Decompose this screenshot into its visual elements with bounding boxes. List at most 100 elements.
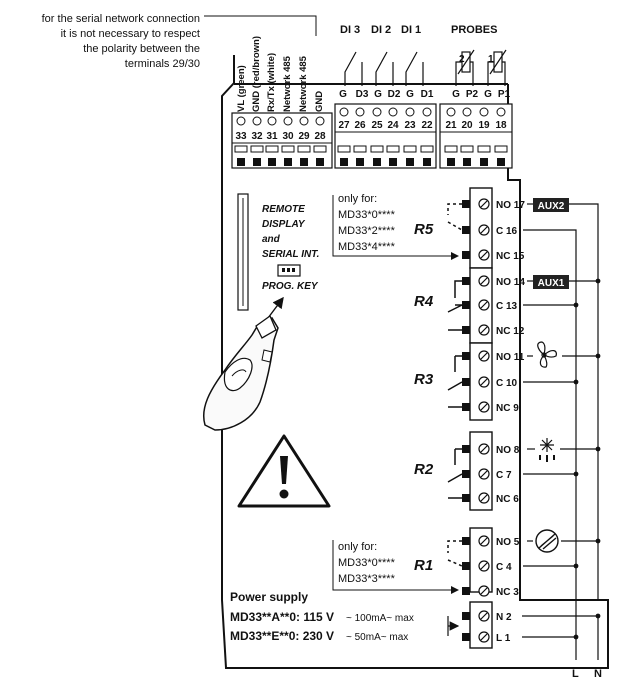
aux1-label: AUX1	[538, 278, 565, 289]
terminal-27: 27	[338, 120, 350, 131]
out-no17: NO 17	[496, 200, 525, 211]
probes-header: PROBES	[451, 24, 497, 36]
di1-header: DI 1	[401, 24, 421, 36]
r5-note: only for: MD33*0**** MD33*2**** MD33*4**…	[332, 193, 459, 260]
r5-note-line-2: MD33*0****	[338, 209, 396, 221]
power-line-1-model: MD33**A**0: 115 V	[230, 610, 334, 624]
out-c13: C 13	[496, 301, 518, 312]
terminal-29: 29	[298, 131, 310, 142]
out-nc9: NC 9	[496, 403, 519, 414]
label-gnd: GND	[314, 91, 325, 112]
out-nc3: NC 3	[496, 587, 519, 598]
label-network-485-b: Network 485	[298, 55, 309, 112]
probe-pin-g-1: G	[452, 89, 460, 100]
label-gnd-red: GND (red/brown)	[251, 36, 262, 112]
terminal-20: 20	[461, 120, 473, 131]
probes: PROBES 2 1 G P2 G P1	[451, 24, 511, 100]
mains-n-label: N	[594, 668, 602, 680]
terminal-18: 18	[495, 120, 507, 131]
relay-contacts	[447, 203, 463, 567]
out-no11: NO 11	[496, 352, 525, 363]
power-supply: Power supply MD33**A**0: 115 V ~ 100mA~ …	[230, 590, 458, 643]
di-pin-g-1: G	[339, 89, 347, 100]
remote-line-1: REMOTE	[262, 204, 305, 215]
aux-labels: AUX2 AUX1	[533, 198, 569, 289]
out-no14: NO 14	[496, 277, 525, 288]
terminal-32: 32	[251, 131, 263, 142]
power-line-1-spec: ~ 100mA~ max	[346, 613, 414, 624]
aux2-label: AUX2	[538, 201, 565, 212]
remote-display-port: REMOTE DISPLAY and SERIAL INT. PROG. KEY	[237, 193, 319, 319]
out-l1: L 1	[496, 633, 511, 644]
r5-note-line-3: MD33*2****	[338, 225, 396, 237]
r1-note-line-2: MD33*0****	[338, 557, 396, 569]
relay-r1-label: R1	[414, 557, 433, 574]
r1-note: only for: MD33*0**** MD33*3****	[332, 540, 459, 594]
terminal-33: 33	[235, 131, 247, 142]
controller-housing	[221, 55, 609, 669]
network-labels: VL (green) GND (red/brown) Rx/Tx (white)…	[236, 36, 325, 112]
terminal-19: 19	[478, 120, 490, 131]
note-line-1: for the serial network connection	[42, 13, 200, 25]
probe-pin-p1: P1	[498, 89, 511, 100]
di2-header: DI 2	[371, 24, 391, 36]
r1-note-line-1: only for:	[338, 541, 377, 553]
terminal-31: 31	[266, 131, 278, 142]
r5-note-line-1: only for:	[338, 193, 377, 205]
relay-r4-label: R4	[414, 293, 434, 310]
out-n2: N 2	[496, 612, 512, 623]
relay-r3-label: R3	[414, 371, 434, 388]
di-pin-d1: D1	[421, 89, 434, 100]
terminal-21: 21	[445, 120, 457, 131]
terminal-25: 25	[371, 120, 383, 131]
terminal-26: 26	[354, 120, 366, 131]
out-no8: NO 8	[496, 445, 520, 456]
probe-pin-g-2: G	[484, 89, 492, 100]
power-line-2-spec: ~ 50mA~ max	[346, 632, 408, 643]
label-rxtx: Rx/Tx (white)	[266, 53, 277, 112]
terminal-30: 30	[282, 131, 294, 142]
out-c10: C 10	[496, 378, 518, 389]
out-c7: C 7	[496, 470, 512, 481]
mains-l-label: L	[572, 668, 579, 680]
prog-key-device	[203, 315, 279, 431]
output-labels: NO 17 C 16 NC 15 NO 14 C 13 NC 12 NO 11 …	[496, 200, 525, 644]
remote-line-4: SERIAL INT.	[262, 249, 319, 260]
note-line-3: the polarity between the	[83, 43, 200, 55]
out-nc12: NC 12	[496, 326, 525, 337]
relay-r5-label: R5	[414, 221, 434, 238]
label-network-485-a: Network 485	[282, 55, 293, 112]
terminal-28: 28	[314, 131, 326, 142]
compressor-icon	[535, 529, 559, 553]
di-pin-g-2: G	[374, 89, 382, 100]
terminal-24: 24	[387, 120, 399, 131]
note-bracket	[204, 15, 317, 36]
probe-pin-p2: P2	[466, 89, 479, 100]
power-line-2-model: MD33**E**0: 230 V	[230, 629, 334, 643]
di-pin-d2: D2	[388, 89, 401, 100]
di-pin-d3: D3	[356, 89, 369, 100]
di3-header: DI 3	[340, 24, 360, 36]
di-terminal-block: 27 26 25 24 23 22	[334, 103, 437, 169]
probe-1-number: 1	[488, 54, 494, 65]
digital-inputs: DI 3 DI 2 DI 1 G D3 G D2 G D1	[339, 24, 434, 100]
out-c4: C 4	[496, 562, 512, 573]
label-vl: VL (green)	[236, 65, 247, 112]
note-line-4: terminals 29/30	[125, 58, 200, 70]
power-title: Power supply	[230, 590, 308, 604]
warning-icon	[237, 434, 331, 508]
terminal-22: 22	[421, 120, 433, 131]
out-nc15: NC 15	[496, 251, 525, 262]
probe-terminal-block: 21 20 19 18	[439, 103, 513, 169]
r1-note-line-3: MD33*3****	[338, 573, 396, 585]
remote-line-3: and	[262, 234, 281, 245]
r5-note-line-4: MD33*4****	[338, 241, 396, 253]
defrost-icon	[539, 438, 555, 462]
note-line-2: it is not necessary to respect	[61, 28, 200, 40]
di-pin-g-3: G	[406, 89, 414, 100]
mains-wiring	[522, 203, 599, 660]
terminal-23: 23	[404, 120, 416, 131]
fan-icon	[537, 341, 557, 368]
prog-key-label: PROG. KEY	[262, 281, 319, 292]
